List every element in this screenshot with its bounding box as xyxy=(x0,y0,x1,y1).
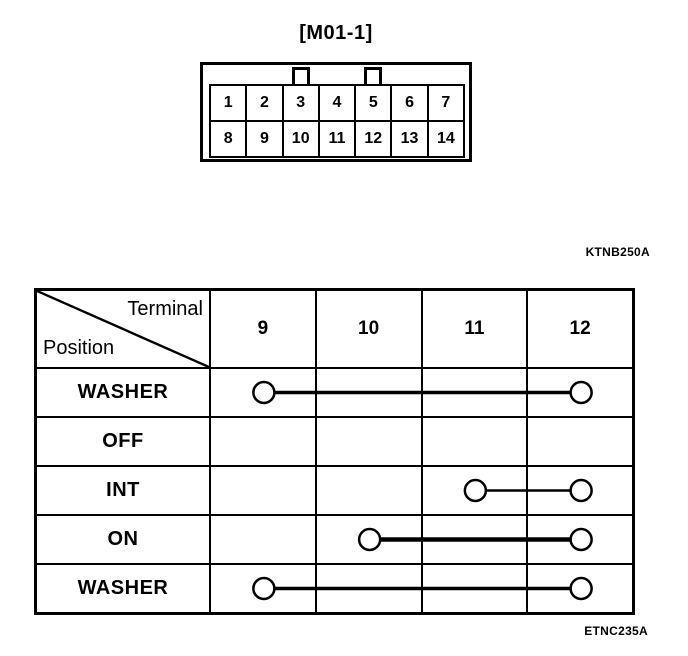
position-row-label: INT xyxy=(37,467,209,514)
connector-pin-cell: 13 xyxy=(392,122,427,156)
table-cell xyxy=(422,516,527,563)
position-row-label: ON xyxy=(37,516,209,563)
table-cell xyxy=(211,369,315,416)
terminal-header: 12 xyxy=(528,291,632,367)
table-cell xyxy=(422,467,527,514)
terminal-header: 10 xyxy=(316,291,421,367)
connector-pin-cell: 8 xyxy=(211,122,246,156)
terminal-header: 11 xyxy=(422,291,527,367)
table-cell xyxy=(211,516,315,563)
table-cell xyxy=(422,369,527,416)
figure-code-top: KTNB250A xyxy=(585,245,650,259)
table-cell xyxy=(211,565,315,612)
table-cell xyxy=(211,467,315,514)
connector-pin-grid: 1 2 3 4 5 6 7 8 9 10 11 12 13 14 xyxy=(209,84,465,158)
table-cell xyxy=(316,565,421,612)
table-cell xyxy=(316,369,421,416)
connector-pin-cell: 1 xyxy=(211,86,246,120)
connector-keying-tab-icon xyxy=(292,67,310,84)
connector-pin-cell: 5 xyxy=(356,86,391,120)
diagonal-divider xyxy=(37,291,209,367)
table-cell xyxy=(528,565,632,612)
table-cell xyxy=(316,516,421,563)
corner-position-label: Position xyxy=(43,337,115,359)
connector-pin-cell: 6 xyxy=(392,86,427,120)
table-cell xyxy=(316,418,421,465)
connector-pin-cell: 7 xyxy=(428,86,463,120)
continuity-table: Terminal Position 9 10 11 12 WASHER OFF … xyxy=(34,288,635,615)
connector-keying-tab-icon xyxy=(364,67,382,84)
connector-pin-cell: 10 xyxy=(283,122,318,156)
connector-pin-cell: 14 xyxy=(428,122,463,156)
table-cell xyxy=(528,516,632,563)
corner-terminal-label: Terminal xyxy=(127,298,203,320)
connector-title: [M01-1] xyxy=(299,22,373,44)
table-corner-cell: Terminal Position xyxy=(37,291,209,367)
position-row-label: WASHER xyxy=(37,565,209,612)
connector-pin-cell: 2 xyxy=(247,86,282,120)
table-cell xyxy=(528,369,632,416)
position-row-label: OFF xyxy=(37,418,209,465)
figure-code-bottom: ETNC235A xyxy=(584,624,648,638)
connector-pin-cell: 3 xyxy=(283,86,318,120)
connector-pin-cell: 11 xyxy=(319,122,355,156)
terminal-header: 9 xyxy=(211,291,315,367)
position-row-label: WASHER xyxy=(37,369,209,416)
table-cell xyxy=(422,418,527,465)
connector-pin-cell: 9 xyxy=(247,122,282,156)
connector-outline: 1 2 3 4 5 6 7 8 9 10 11 12 13 14 xyxy=(200,62,472,162)
table-cell xyxy=(528,418,632,465)
connector-pin-cell: 12 xyxy=(356,122,391,156)
table-cell xyxy=(422,565,527,612)
connector-pin-cell: 4 xyxy=(319,86,355,120)
table-cell xyxy=(316,467,421,514)
table-cell xyxy=(211,418,315,465)
table-cell xyxy=(528,467,632,514)
